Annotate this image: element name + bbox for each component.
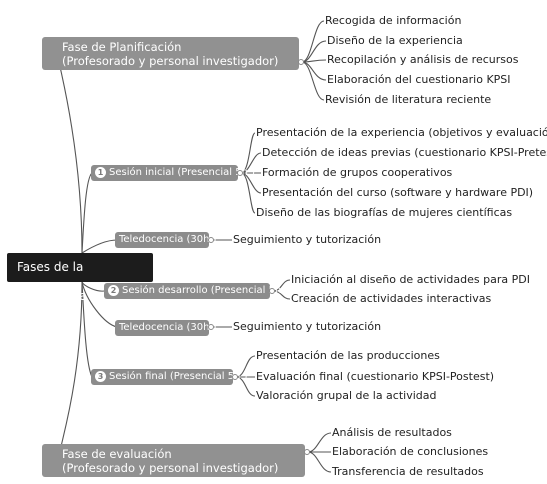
sesion-desarrollo-label: Sesión desarrollo (Presencial 5h.)	[122, 285, 289, 296]
teledocencia-2-collapse-icon[interactable]	[208, 324, 214, 330]
sesion-final-item: Presentación de las producciones	[256, 349, 440, 362]
planificacion-item: Recogida de información	[325, 14, 462, 27]
teledocencia-2-item: Seguimiento y tutorización	[233, 320, 382, 333]
planificacion-collapse-icon[interactable]	[298, 59, 304, 65]
sesion-desarrollo-collapse-icon[interactable]	[269, 288, 275, 294]
planificacion-item: Recopilación y análisis de recursos	[327, 53, 519, 66]
planificacion-item: Diseño de la experiencia	[327, 34, 463, 47]
planificacion-subtitle: (Profesorado y personal investigador)	[62, 54, 279, 68]
sesion-final-item: Evaluación final (cuestionario KPSI-Post…	[256, 370, 495, 383]
teledocencia-node-1[interactable]: Teledocencia (30h.)	[115, 232, 217, 248]
sesion-final-collapse-icon[interactable]	[232, 374, 238, 380]
number-one-icon: 1	[95, 167, 106, 178]
evaluacion-item: Elaboración de conclusiones	[332, 445, 489, 458]
sesion-inicial-item: Detección de ideas previas (cuestionario…	[262, 146, 547, 159]
evaluacion-subtitle: (Profesorado y personal investigador)	[62, 461, 279, 475]
sesion-inicial-collapse-icon[interactable]	[237, 170, 243, 176]
root-node[interactable]: Fases de la experiencia	[7, 253, 153, 303]
evaluacion-collapse-icon[interactable]	[304, 449, 310, 455]
sesion-inicial-item: Presentación del curso (software y hardw…	[262, 186, 534, 199]
sesion-desarrollo-item: Creación de actividades interactivas	[291, 292, 492, 305]
number-two-icon: 2	[108, 285, 119, 296]
evaluacion-item: Transferencia de resultados	[332, 465, 484, 478]
planificacion-title: Fase de Planificación	[62, 40, 182, 54]
teledocencia-node-2[interactable]: Teledocencia (30h.)	[115, 320, 217, 336]
evaluacion-node[interactable]: Fase de evaluación (Profesorado y person…	[42, 444, 305, 477]
evaluacion-title: Fase de evaluación	[62, 447, 172, 461]
sesion-desarrollo-item: Iniciación al diseño de actividades para…	[291, 273, 530, 286]
teledocencia-1-item: Seguimiento y tutorización	[233, 233, 382, 246]
sesion-inicial-item: Formación de grupos cooperativos	[262, 166, 453, 179]
planificacion-node[interactable]: Fase de Planificación (Profesorado y per…	[42, 37, 299, 70]
sesion-final-label: Sesión final (Presencial 5h.)	[109, 371, 248, 382]
evaluacion-item: Análisis de resultados	[332, 426, 452, 439]
planificacion-item: Elaboración del cuestionario KPSI	[327, 73, 511, 86]
sesion-inicial-label: Sesión inicial (Presencial 5h.)	[109, 167, 256, 178]
planificacion-item: Revisión de literatura reciente	[325, 93, 492, 106]
sesion-inicial-item: Diseño de las biografías de mujeres cien…	[256, 206, 513, 219]
sesion-final-item: Valoración grupal de la actividad	[256, 389, 437, 402]
sesion-inicial-item: Presentación de la experiencia (objetivo…	[256, 126, 547, 139]
number-three-icon: 3	[95, 371, 106, 382]
teledocencia-1-collapse-icon[interactable]	[208, 237, 214, 243]
